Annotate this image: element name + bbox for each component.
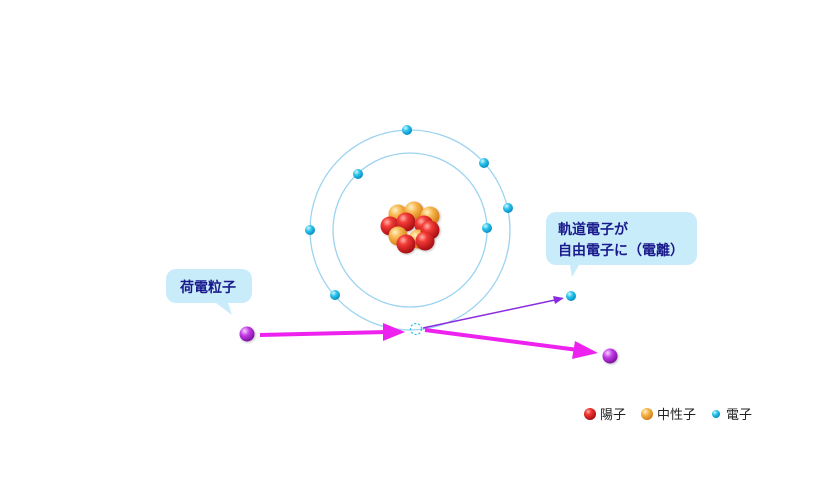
electron-icon [482, 223, 492, 233]
free-electron-icon [566, 291, 576, 301]
neutron-legend-icon [641, 408, 653, 420]
nucleus [380, 201, 440, 254]
charged-particle-outgoing-icon [602, 348, 618, 364]
callout-ionization-line2: 自由電子に（電離） [558, 242, 684, 259]
electron-legend-icon [712, 410, 720, 418]
proton-icon [415, 231, 435, 251]
outgoing-path-arrow [424, 328, 598, 359]
electron-icon [305, 225, 315, 235]
electron-vacancy-icon [409, 322, 423, 336]
electron-icon [330, 290, 340, 300]
callout-charged-particle: 荷電粒子 [166, 269, 252, 315]
proton-icon [396, 212, 416, 232]
proton-legend-icon [584, 408, 596, 420]
callout-charged-particle-label: 荷電粒子 [179, 279, 236, 296]
proton-icon [396, 234, 416, 254]
legend: 陽子 中性子 電子 [584, 408, 752, 423]
ejected-electron-arrow [422, 296, 564, 329]
electron-icon [353, 169, 363, 179]
legend-proton-label: 陽子 [600, 408, 626, 423]
electron-icon [479, 158, 489, 168]
callout-ionization-line1: 軌道電子が [558, 221, 629, 238]
electron-icon [503, 203, 513, 213]
legend-electron-label: 電子 [726, 408, 752, 423]
electron-icon [402, 125, 412, 135]
orbital-electrons [305, 125, 513, 300]
legend-neutron-label: 中性子 [657, 408, 696, 423]
callout-ionization: 軌道電子が 自由電子に（電離） [546, 212, 697, 277]
charged-particle-incoming-icon [239, 326, 255, 342]
incoming-path-arrow [259, 323, 405, 341]
